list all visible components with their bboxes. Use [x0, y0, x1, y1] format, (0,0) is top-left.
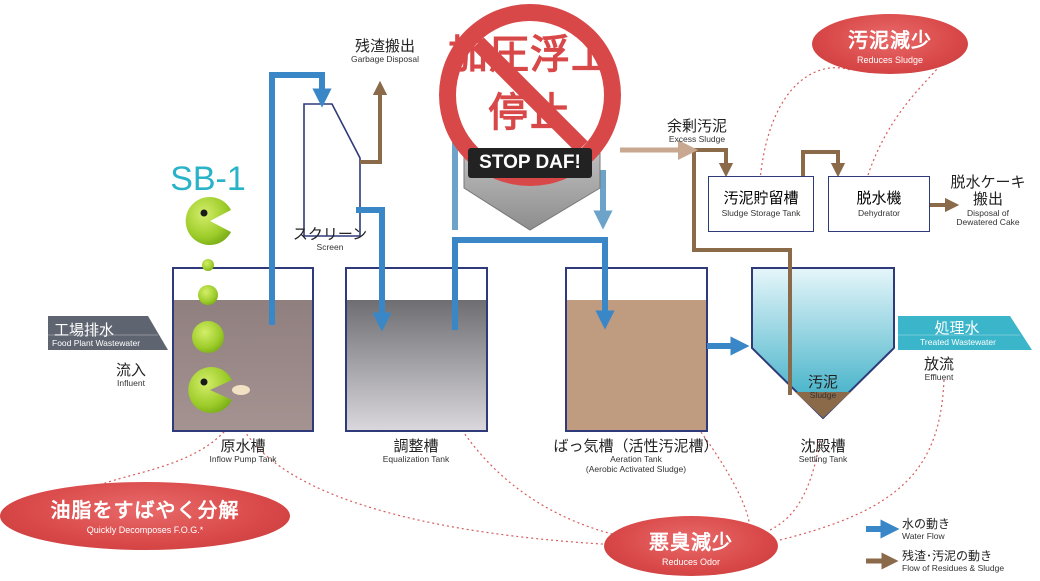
microbe-dot-icon [198, 285, 218, 305]
settling-en: Settling Tank [798, 454, 848, 465]
dehydrator-label: 脱水機 [856, 190, 902, 207]
aeration-en1: Aeration Tank [610, 454, 662, 465]
garbage-en: Garbage Disposal [350, 54, 420, 65]
cake-label: 脱水ケーキ 搬出 Disposal of Dewatered Cake [940, 174, 1036, 228]
screen-to-equalization [356, 207, 392, 332]
reduces-sludge-jp: 汚泥減少 [848, 30, 932, 52]
storage-label: 汚泥貯留槽 [723, 190, 799, 207]
food-plant-jp: 工場排水 [54, 322, 115, 339]
settling-jp: 沈殿槽 [800, 438, 846, 455]
equalization-to-aeration [452, 237, 615, 330]
fog-en: Quickly Decomposes F.O.G.* [86, 525, 204, 535]
screen-to-garbage [360, 80, 388, 164]
inflow-tank-label: 原水槽 Inflow Pump Tank [183, 438, 303, 465]
influent-en: Influent [117, 378, 145, 389]
odor-jp: 悪臭減少 [649, 532, 733, 554]
legend-residue: 残渣･汚泥の動き Flow of Residues & Sludge [902, 549, 1040, 574]
treated-tag-shape [898, 316, 1032, 350]
dehydrator-label-en: Dehydrator [857, 208, 901, 218]
sb1-title: SB-1 [170, 160, 246, 198]
aeration-tank [565, 267, 708, 432]
aeration-label: ばっ気槽（活性汚泥槽） Aeration Tank (Aerobic Activ… [546, 438, 726, 475]
legend-water-jp: 水の動き [902, 517, 951, 531]
excess-jp: 余剰汚泥 [666, 118, 727, 135]
food-plant-en: Food Plant Wastewater [52, 338, 141, 348]
screen-label: スクリーン Screen [280, 226, 380, 253]
cake-en1: Disposal of [966, 207, 1010, 218]
influent-label: 流入 Influent [96, 362, 166, 389]
cake-en2: Dewatered Cake [956, 217, 1020, 228]
residue-flows [360, 80, 960, 395]
legend-residue-en: Flow of Residues & Sludge [902, 562, 1005, 573]
legend-water: 水の動き Water Flow [902, 517, 1040, 542]
microbe-dot-icon [192, 321, 224, 353]
screen-jp: スクリーン [292, 226, 368, 243]
effluent-jp: 放流 [923, 356, 954, 373]
equalization-en: Equalization Tank [382, 454, 450, 465]
aeration-en2: (Aerobic Activated Sludge) [585, 464, 687, 475]
fog-jp: 油脂をすばやく分解 [50, 500, 240, 522]
garbage-label: 残渣搬出 Garbage Disposal [335, 38, 435, 65]
inflow-tank-jp: 原水槽 [220, 438, 266, 455]
sludge-en: Sludge [809, 390, 837, 401]
settling-label: 沈殿槽 Settling Tank [770, 438, 876, 465]
influent-jp: 流入 [115, 362, 146, 379]
storage-to-dehydrator [801, 150, 846, 180]
screen-en: Screen [316, 242, 344, 253]
excess-label: 余剰汚泥 Excess Sludge [652, 118, 742, 145]
dehydrator-box: 脱水機 Dehydrator [828, 176, 930, 232]
effluent-en: Effluent [924, 372, 954, 383]
effluent-label: 放流 Effluent [904, 356, 974, 383]
odor-en: Reduces Odor [661, 557, 721, 567]
equalization-jp: 調整槽 [393, 438, 439, 455]
reduces-sludge-en: Reduces Sludge [856, 55, 924, 65]
sludge-jp: 汚泥 [807, 374, 838, 391]
stop-banner-text: STOP DAF! [479, 152, 581, 173]
inflow-to-screen [269, 72, 332, 325]
water-flows [269, 72, 750, 356]
stop-slash-icon [472, 37, 588, 153]
excess-en: Excess Sludge [668, 134, 726, 145]
equalization-label: 調整槽 Equalization Tank [356, 438, 476, 465]
settling-tank [751, 267, 895, 420]
treated-en: Treated Wastewater [920, 337, 996, 347]
legend-water-en: Water Flow [902, 530, 945, 541]
treated-jp: 処理水 [934, 320, 980, 337]
sludge-return [692, 148, 792, 395]
storage-label-en: Sludge Storage Tank [721, 208, 801, 218]
cake-jp1: 脱水ケーキ [950, 174, 1026, 191]
stop-line2: 停止 [488, 91, 572, 135]
pacman-microbe-icon [185, 197, 231, 246]
microbe-dot-icon [202, 259, 214, 271]
food-plant-tag-shape [48, 316, 168, 350]
equalization-tank [345, 267, 488, 432]
inflow-tank-en: Inflow Pump Tank [209, 454, 277, 465]
legend-residue-jp: 残渣･汚泥の動き [902, 549, 993, 563]
fog-bubble: 油脂をすばやく分解 Quickly Decomposes F.O.G.* [0, 482, 290, 550]
sludge-storage-box: 汚泥貯留槽 Sludge Storage Tank [708, 176, 814, 232]
stop-line1: 加圧浮上 [448, 33, 612, 77]
fat-particle-icon [232, 385, 250, 395]
aeration-jp: ばっ気槽（活性汚泥槽） [553, 438, 719, 455]
reduces-sludge-bubble: 汚泥減少 Reduces Sludge [812, 14, 968, 74]
sludge-label: 汚泥 Sludge [792, 374, 854, 401]
garbage-jp: 残渣搬出 [354, 38, 415, 55]
pacman-microbe-icon [188, 367, 232, 413]
cake-jp2: 搬出 [972, 191, 1003, 209]
stop-banner [468, 148, 592, 178]
odor-bubble: 悪臭減少 Reduces Odor [604, 516, 778, 576]
